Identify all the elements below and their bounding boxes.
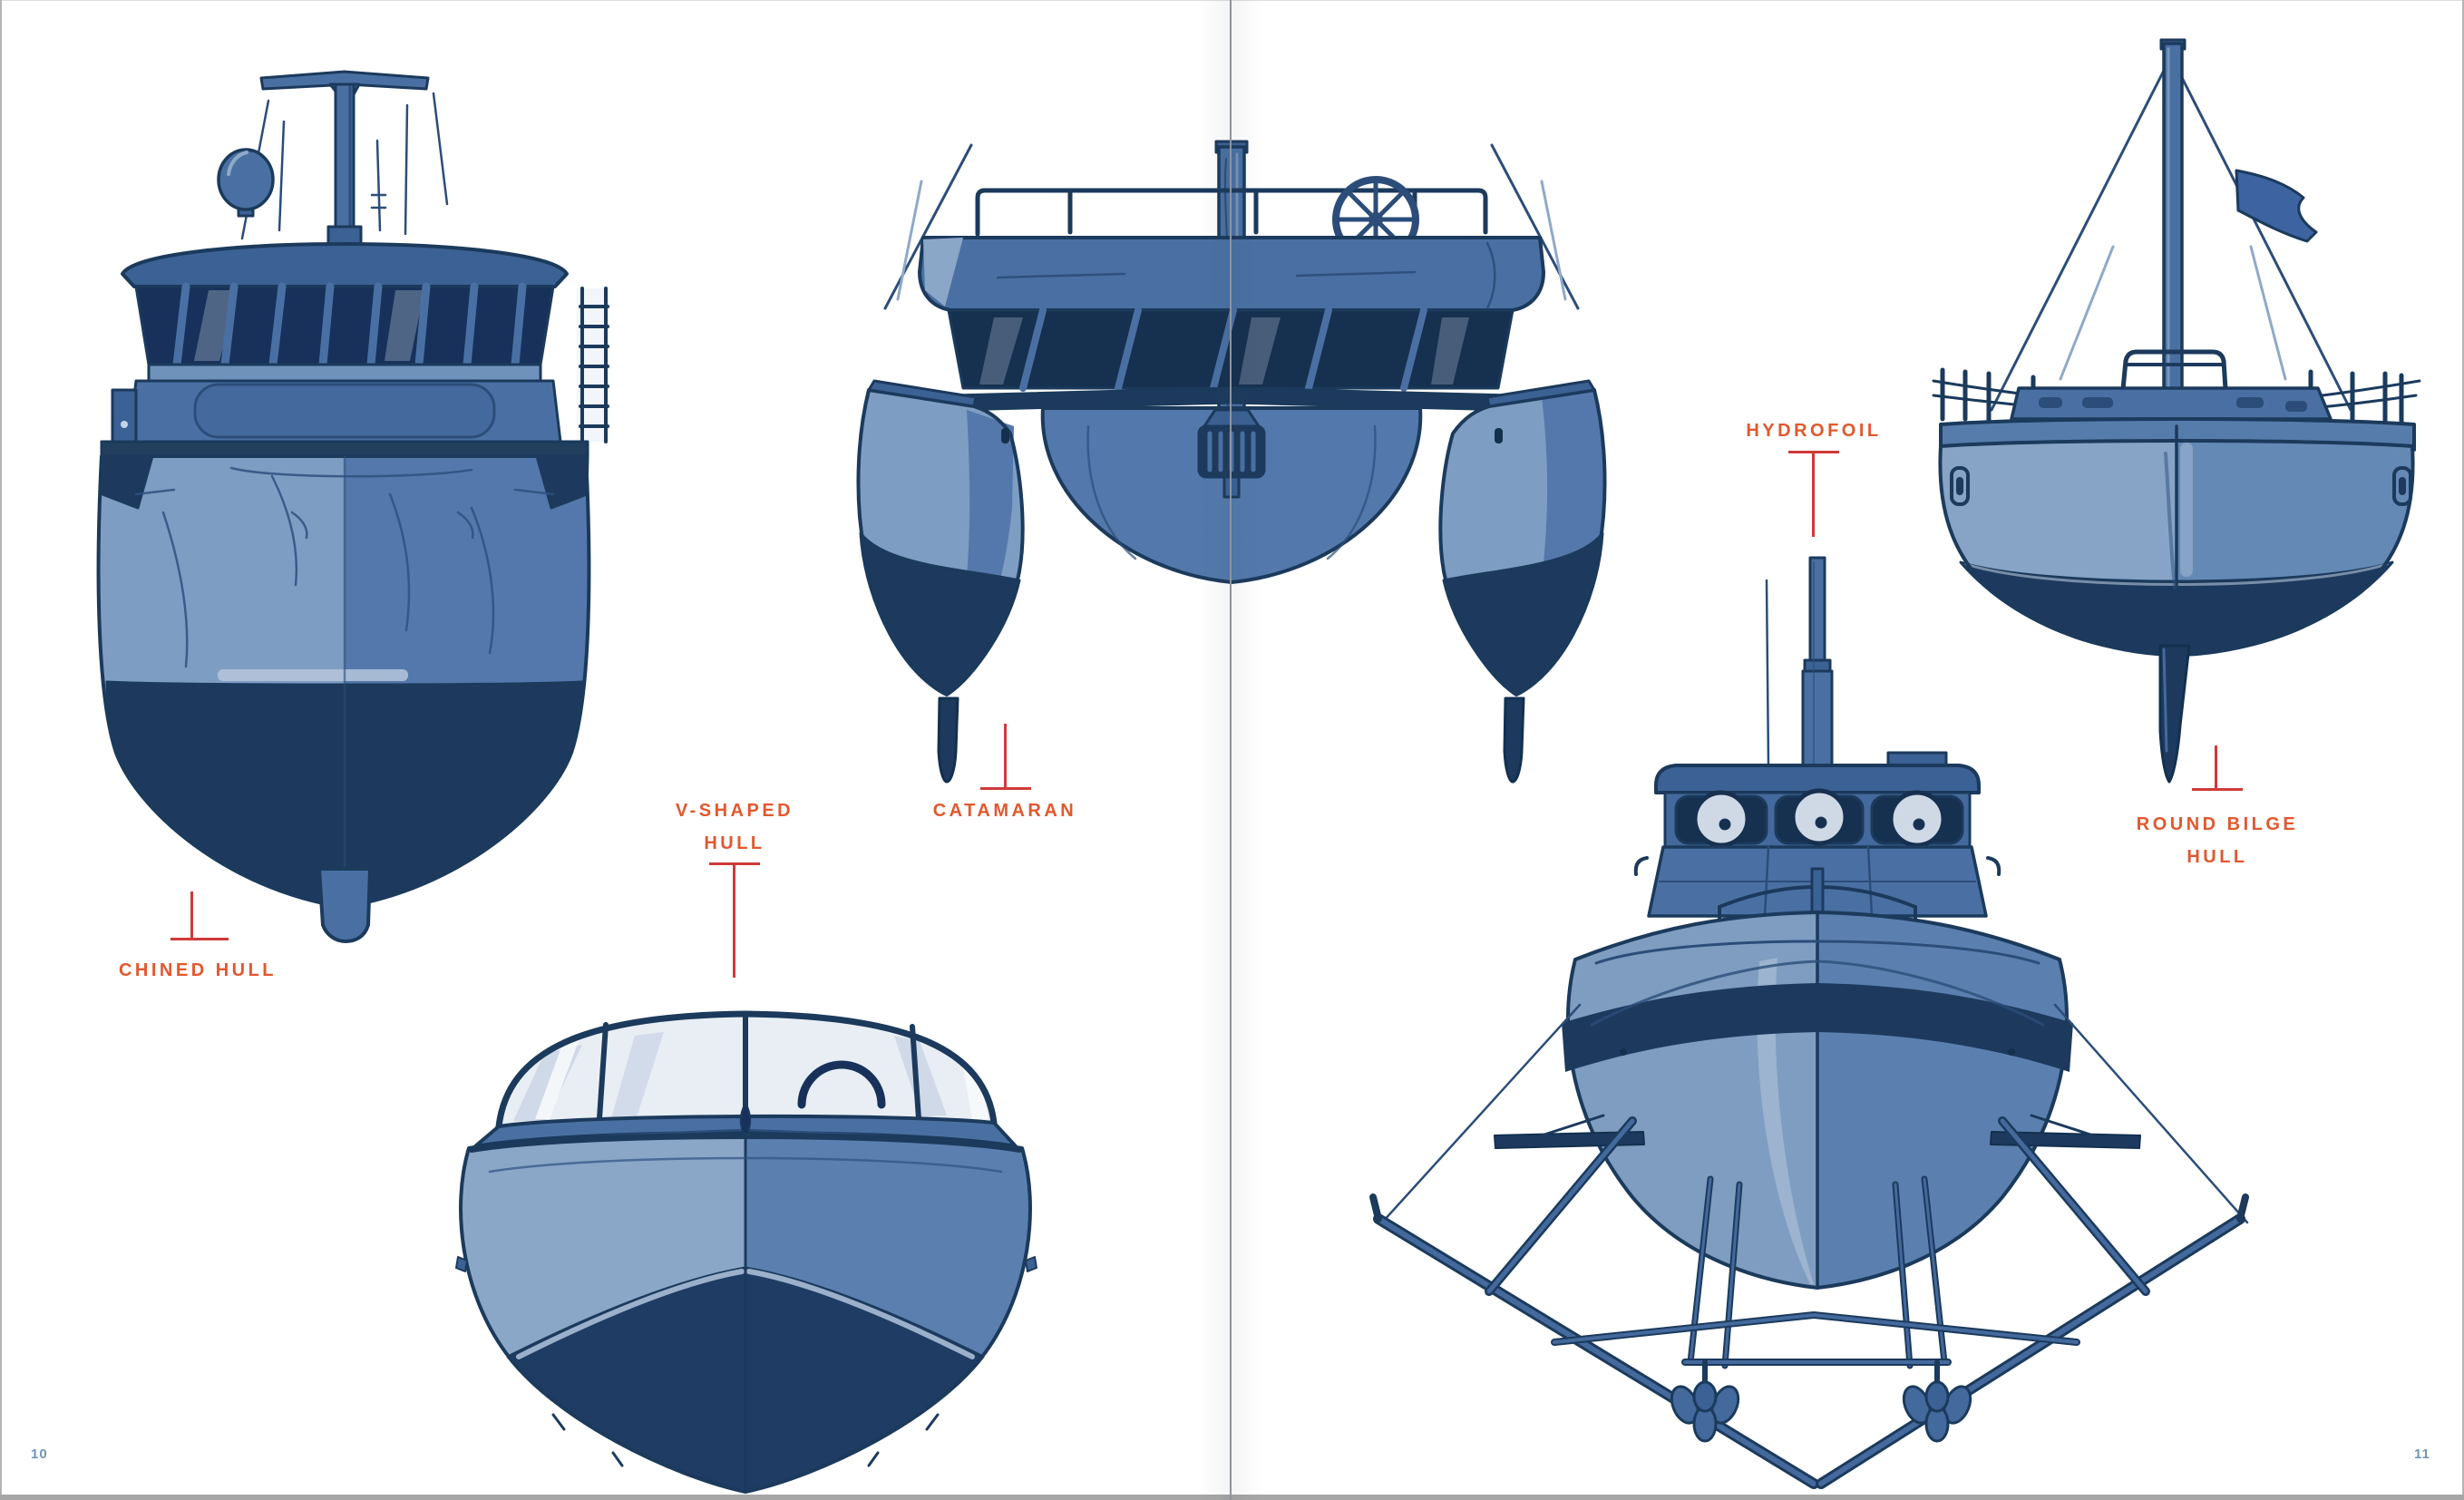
page-edge-bottom — [0, 1495, 2464, 1500]
page-edge-top — [0, 0, 2464, 1]
sailboat-hull — [1938, 417, 2416, 657]
label-line: HULL — [2186, 847, 2248, 867]
trawler-hull — [96, 440, 591, 943]
speedboat-hull — [455, 1133, 1037, 1494]
sailboat-flag — [2235, 169, 2318, 243]
label-chined-hull: CHINED HULL — [119, 954, 277, 987]
label-line: CATAMARAN — [932, 801, 1077, 821]
hydrofoil-bow-railing — [1718, 867, 1917, 921]
hydrofoil-portholes — [1692, 788, 1946, 848]
label-line: V-SHAPED — [675, 801, 794, 821]
catamaran-rigging — [883, 143, 1580, 310]
leader-vertical — [733, 862, 735, 978]
illustration-chined-hull-trawler — [96, 70, 609, 943]
illustration-hydrofoil-boat — [1369, 556, 2249, 1489]
hydrofoil-hull — [1562, 911, 2073, 1290]
hydrofoil-foils — [1369, 1003, 2249, 1489]
hydrofoil-mast — [1765, 556, 1834, 771]
page-number-left: 10 — [31, 1446, 48, 1462]
leader-vertical — [1004, 724, 1007, 789]
label-hydrofoil: HYDROFOIL — [1746, 414, 1881, 447]
label-line: ROUND BILGE — [2136, 814, 2299, 834]
sailboat-keel — [2158, 644, 2191, 784]
label-line: CHINED HULL — [118, 960, 278, 980]
speedboat-windshield — [495, 1010, 998, 1136]
trawler-radar-dome — [217, 148, 275, 218]
catamaran-right-hull — [1438, 379, 1607, 784]
trawler-wheelhouse — [111, 242, 569, 443]
leader-vertical — [1812, 451, 1815, 537]
page-edge-right — [2462, 0, 2464, 1500]
hydrofoil-propellers — [1670, 1359, 1972, 1443]
catamaran-mast-base-winch — [1197, 408, 1266, 499]
leader-horizontal — [170, 938, 229, 940]
trawler-ladder — [577, 287, 609, 443]
sailboat-stays — [1990, 54, 2352, 412]
label-line: HULL — [704, 833, 765, 853]
leader-horizontal — [980, 787, 1031, 790]
leader-vertical — [190, 891, 193, 940]
leader-horizontal — [2192, 788, 2243, 791]
page-gutter-line — [1230, 0, 1232, 1500]
label-v-shaped-hull: V-SHAPED HULL — [676, 794, 794, 860]
catamaran-cabin — [918, 236, 1545, 392]
page-number-right: 11 — [2414, 1446, 2430, 1462]
sailboat-pulpit-arch — [2118, 349, 2230, 420]
leader-vertical — [2215, 745, 2217, 790]
trawler-mast — [259, 70, 430, 248]
speedboat-steering-wheel — [797, 1060, 886, 1109]
illustration-v-shaped-speedboat — [455, 1010, 1037, 1494]
page-edge-left — [0, 0, 2, 1500]
sailboat-mast — [2159, 38, 2186, 419]
label-catamaran: CATAMARAN — [933, 794, 1077, 827]
illustration-round-bilge-sailboat — [1932, 38, 2421, 784]
trawler-keel — [317, 867, 372, 943]
catamaran-left-hull — [856, 379, 1025, 784]
label-round-bilge-hull: ROUND BILGE HULL — [2137, 808, 2299, 873]
label-line: HYDROFOIL — [1746, 421, 1882, 441]
